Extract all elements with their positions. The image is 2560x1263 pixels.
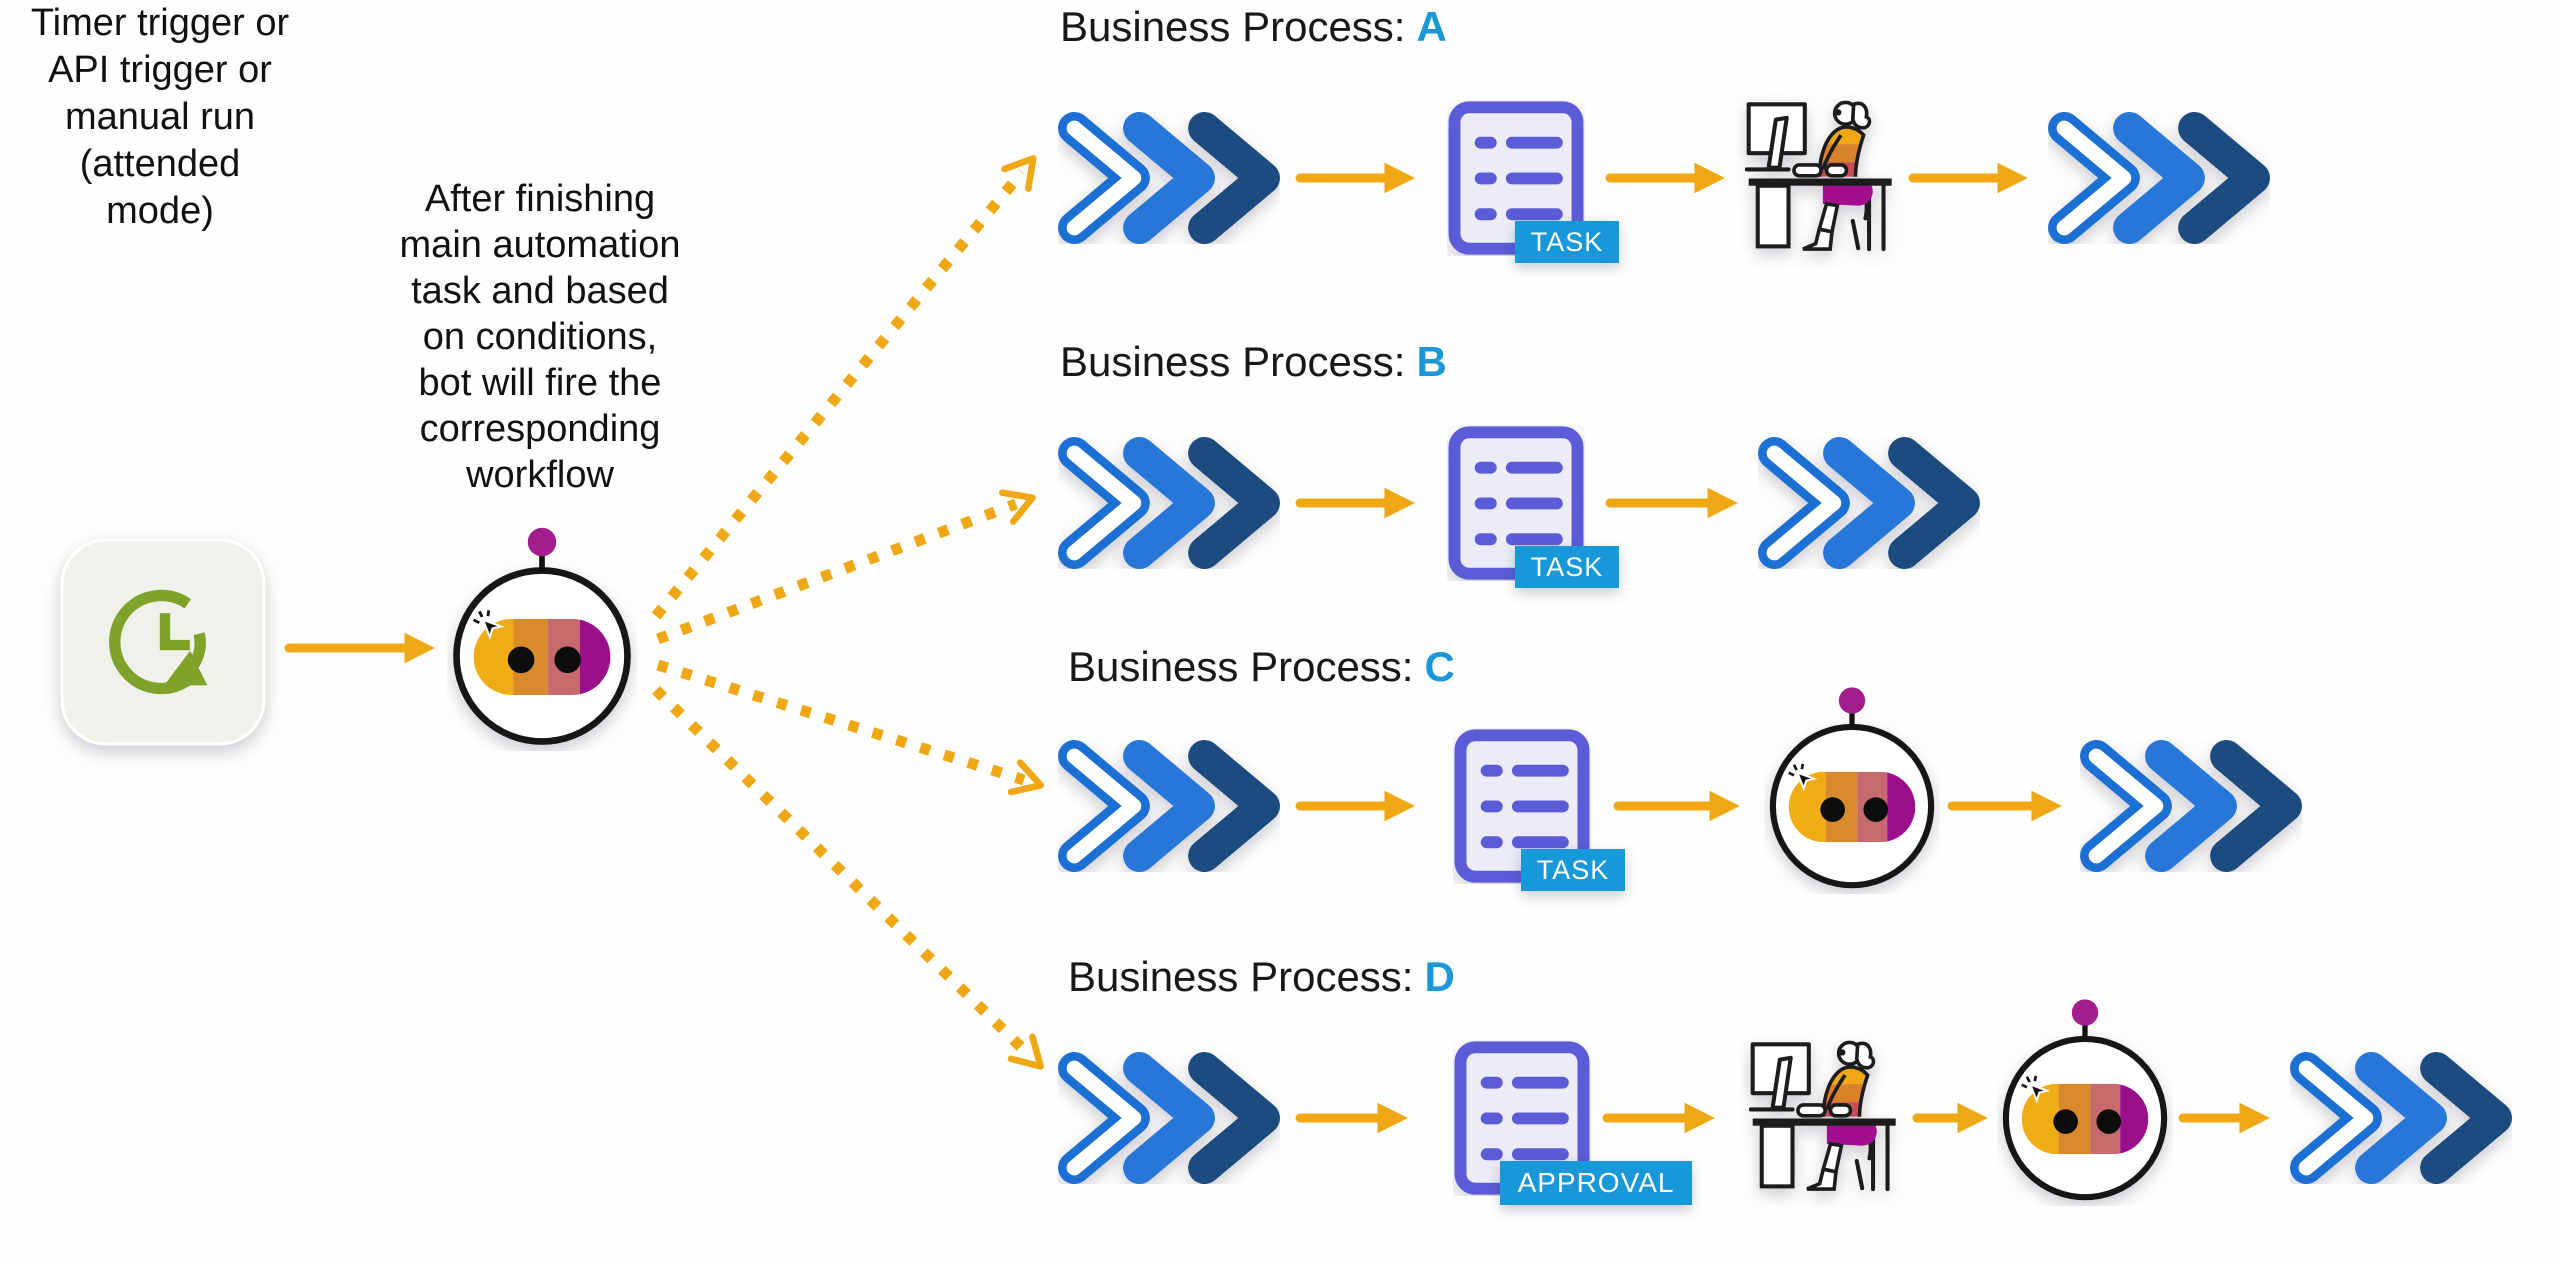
- note-line: After finishing: [424, 178, 656, 220]
- triple-chevron-icon: [1074, 453, 1263, 552]
- caption-line: API trigger or: [48, 49, 272, 91]
- task-badge: TASK: [1515, 221, 1619, 263]
- triple-chevron-icon: [1774, 453, 1963, 552]
- process-title-text: Business Process:: [1068, 643, 1414, 690]
- process-letter: D: [1424, 953, 1455, 1000]
- note-line: on conditions,: [422, 316, 658, 358]
- process-letter: C: [1424, 643, 1455, 690]
- bot-icon: [457, 528, 628, 742]
- note-line: bot will fire the: [418, 362, 662, 404]
- triple-chevron-icon: [1074, 128, 1263, 227]
- fan-arrow-a: [651, 155, 1037, 620]
- triple-chevron-icon: [2064, 128, 2253, 227]
- approval-badge: APPROVAL: [1500, 1161, 1692, 1205]
- human-at-desk-icon: [1751, 1042, 1896, 1189]
- triple-chevron-icon: [2096, 756, 2285, 855]
- bot-note: After finishing main automation task and…: [360, 176, 720, 498]
- note-line: main automation: [399, 224, 681, 266]
- fan-arrows: [651, 155, 1045, 1070]
- process-title-text: Business Process:: [1068, 953, 1414, 1000]
- process-letter: B: [1416, 338, 1447, 385]
- process-row-a: [1074, 102, 2253, 249]
- caption-line: (attended: [79, 143, 241, 185]
- process-title-text: Business Process:: [1060, 3, 1406, 50]
- triple-chevron-icon: [1074, 1068, 1263, 1167]
- fan-arrow-b: [656, 489, 1036, 645]
- human-at-desk-icon: [1747, 102, 1892, 249]
- fan-arrow-d: [652, 686, 1044, 1070]
- note-line: corresponding: [419, 408, 661, 450]
- note-line: task and based: [411, 270, 669, 312]
- task-badge: TASK: [1521, 849, 1625, 891]
- process-title-b: Business Process:B: [1060, 338, 1447, 386]
- trigger-caption: Timer trigger or API trigger or manual r…: [0, 0, 320, 235]
- bot-icon: [2006, 999, 2164, 1197]
- process-row-d: [1074, 999, 2495, 1197]
- caption-line: manual run: [64, 96, 256, 138]
- process-title-d: Business Process:D: [1068, 953, 1455, 1001]
- caption-line: Timer trigger or: [30, 2, 290, 44]
- caption-line: mode): [106, 190, 214, 232]
- process-title-text: Business Process:: [1060, 338, 1406, 385]
- triple-chevron-icon: [1074, 756, 1263, 855]
- process-letter: A: [1416, 3, 1447, 50]
- process-title-c: Business Process:C: [1068, 643, 1455, 691]
- triple-chevron-icon: [2306, 1068, 2495, 1167]
- task-badge: TASK: [1515, 546, 1619, 588]
- bot-icon: [1773, 687, 1931, 885]
- fan-arrow-c: [656, 659, 1045, 796]
- process-row-c: [1074, 687, 2285, 885]
- note-line: workflow: [466, 454, 614, 496]
- process-row-b: [1074, 432, 1963, 573]
- process-title-a: Business Process:A: [1060, 3, 1447, 51]
